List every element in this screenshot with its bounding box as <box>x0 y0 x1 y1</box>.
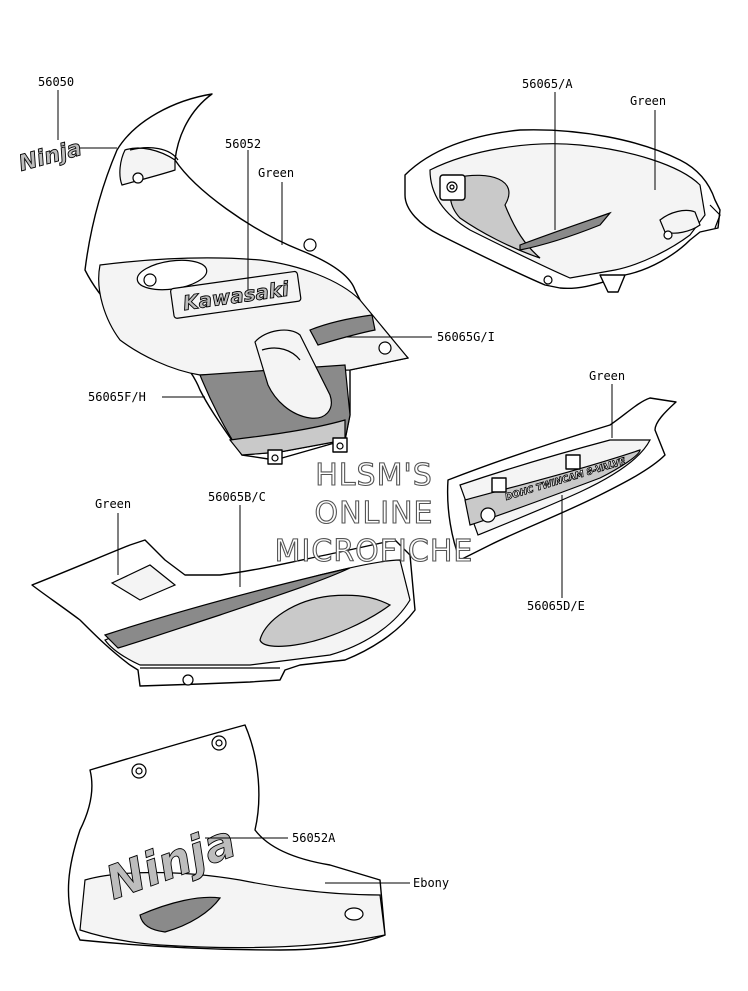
label-green-cowl: Green <box>258 166 294 180</box>
watermark-line-2: ONLINE <box>314 496 433 531</box>
part-labels: 56050 56052 Green 56065/A Green 56065G/I… <box>38 75 666 890</box>
label-56065gi: 56065G/I <box>437 330 495 344</box>
label-56065de: 56065D/E <box>527 599 585 613</box>
ninja-small-decal-text: Ninja <box>16 136 84 177</box>
label-56052a: 56052A <box>292 831 336 845</box>
label-56052: 56052 <box>225 137 261 151</box>
leader-lines <box>57 90 656 884</box>
label-56050: 56050 <box>38 75 74 89</box>
label-56065a: 56065/A <box>522 77 573 91</box>
label-green-side: Green <box>589 369 625 383</box>
label-green-tank: Green <box>630 94 666 108</box>
ninja-small-decal[interactable]: Ninja <box>16 136 85 178</box>
watermark-line-1: HLSM'S <box>315 458 433 493</box>
label-ebony: Ebony <box>413 876 449 890</box>
kawasaki-decal: Kawasaki <box>170 270 302 319</box>
fuel-tank[interactable] <box>404 129 721 293</box>
label-56065bc: 56065B/C <box>208 490 266 504</box>
upper-cowl[interactable] <box>84 93 410 465</box>
watermark-line-3: MICROFICHE <box>275 534 474 569</box>
label-56065fh: 56065F/H <box>88 390 146 404</box>
side-cover-left[interactable] <box>31 539 416 687</box>
label-green-lower: Green <box>95 497 131 511</box>
watermark: HLSM'S ONLINE MICROFICHE <box>274 457 474 569</box>
